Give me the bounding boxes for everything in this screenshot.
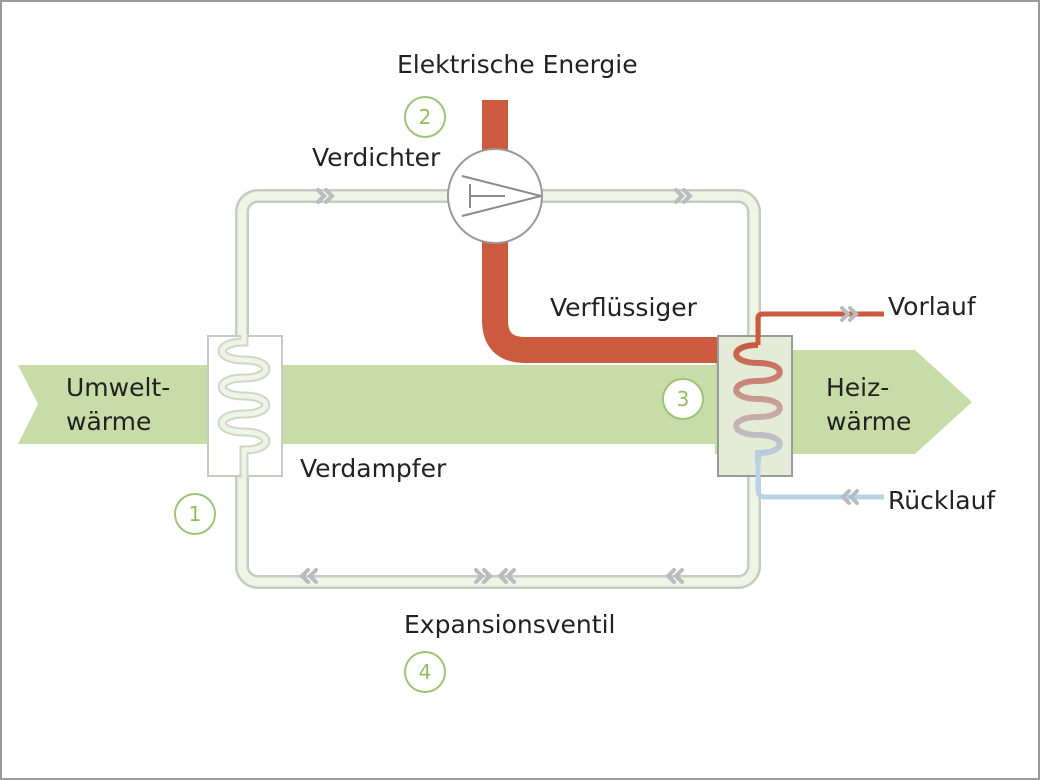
chevron-left-icon xyxy=(840,489,859,505)
electric-energy-label: Elektrische Energie xyxy=(397,50,638,79)
step-badge-evaporator: 1 xyxy=(174,493,216,535)
chevron-left-icon xyxy=(665,568,684,584)
condenser-coil xyxy=(733,342,783,462)
chevron-right-icon xyxy=(474,568,493,584)
return-flow-label: Rücklauf xyxy=(888,486,996,515)
chevron-left-icon xyxy=(299,568,318,584)
return-flow-line xyxy=(755,462,884,500)
step-badge-compressor: 2 xyxy=(404,96,446,138)
compressor-label: Verdichter xyxy=(312,143,441,172)
condenser-label: Verflüssiger xyxy=(550,293,697,322)
step-badge-expansion-valve: 4 xyxy=(404,651,446,693)
evaporator-coil-fill xyxy=(220,335,268,478)
chevron-right-icon xyxy=(674,188,693,204)
chevron-right-icon xyxy=(316,188,335,204)
chevron-left-icon xyxy=(497,568,516,584)
compressor-symbol xyxy=(461,175,542,217)
compressor-piston-icon xyxy=(469,184,505,208)
flow-label: Vorlauf xyxy=(888,292,976,321)
expansion-valve-label: Expansionsventil xyxy=(404,610,616,639)
chevron-right-icon xyxy=(840,306,859,322)
flow-line xyxy=(755,311,884,345)
hot-refrigerant-line xyxy=(482,240,722,363)
ambient-heat-label: Umwelt- wärme xyxy=(66,373,171,436)
step-badge-condenser: 3 xyxy=(662,378,704,420)
evaporator-label: Verdampfer xyxy=(300,454,447,483)
heating-heat-label: Heiz- wärme xyxy=(826,373,912,436)
